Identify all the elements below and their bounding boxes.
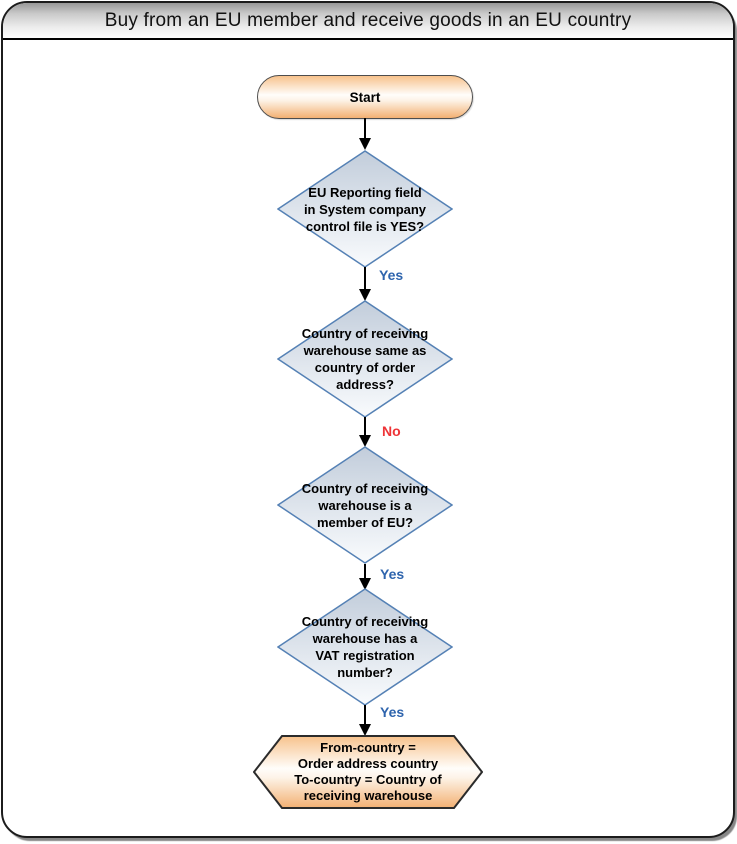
decision-line: Country of receiving (301, 480, 429, 496)
decision-node-eu-reporting: EU Reporting field in System company con… (277, 150, 453, 268)
branch-label-no-1: No (382, 423, 401, 439)
decision-line: country of order (314, 360, 416, 375)
end-line: To-country = Country of (294, 772, 442, 787)
flow-arrow-3 (358, 417, 372, 447)
decision-line: in System company (303, 201, 427, 217)
branch-label-yes-3: Yes (380, 704, 405, 720)
decision-node-same-country: Country of receiving warehouse same as c… (277, 300, 453, 418)
arrow-head-icon (359, 578, 371, 590)
decision-line: control file is YES? (305, 218, 425, 234)
title-bar: Buy from an EU member and receive goods … (3, 3, 733, 40)
end-line: From-country = (320, 740, 416, 755)
end-line: receiving warehouse (303, 788, 433, 803)
diamond-shape (277, 446, 453, 564)
decision-line: address? (336, 377, 394, 392)
branch-label-yes-1: Yes (379, 267, 404, 283)
arrow-shaft (364, 705, 366, 725)
decision-line: warehouse is a (318, 497, 412, 513)
flow-arrow-1 (358, 118, 372, 150)
branch-label-yes-2: Yes (380, 566, 405, 582)
decision-line: EU Reporting field (308, 184, 422, 200)
arrow-head-icon (359, 289, 371, 301)
end-line: Order address country (297, 756, 439, 771)
end-node-result: From-country = Order address country To-… (253, 735, 483, 809)
arrow-head-icon (359, 435, 371, 447)
arrow-head-icon (359, 724, 371, 736)
arrow-shaft (364, 417, 366, 436)
decision-text: Country of receiving warehouse is a memb… (277, 446, 453, 564)
decision-line: Country of receiving (301, 614, 429, 629)
arrow-shaft (364, 564, 366, 579)
start-node-label: Start (349, 89, 381, 105)
decision-text: EU Reporting field in System company con… (277, 150, 453, 268)
hexagon-shape (253, 735, 483, 809)
decision-line: member of EU? (316, 514, 414, 530)
diagram-title: Buy from an EU member and receive goods … (104, 9, 632, 31)
decision-line: Country of receiving (301, 326, 429, 341)
arrow-head-icon (359, 138, 371, 150)
flow-arrow-2 (358, 267, 372, 301)
arrow-shaft (364, 118, 366, 139)
decision-node-eu-member: Country of receiving warehouse is a memb… (277, 446, 453, 564)
decision-line: warehouse same as (303, 343, 427, 358)
decision-line: number? (337, 665, 393, 680)
decision-text: Country of receiving warehouse same as c… (277, 300, 453, 418)
decision-line: VAT registration (315, 648, 415, 663)
decision-node-vat-number: Country of receiving warehouse has a VAT… (277, 588, 453, 706)
flow-arrow-5 (358, 705, 372, 736)
flow-arrow-4 (358, 564, 372, 590)
decision-text: Country of receiving warehouse has a VAT… (277, 588, 453, 706)
end-node-text: From-country = Order address country To-… (253, 735, 483, 809)
arrow-shaft (364, 267, 366, 290)
decision-line: warehouse has a (312, 631, 418, 646)
start-node: Start (257, 75, 473, 119)
